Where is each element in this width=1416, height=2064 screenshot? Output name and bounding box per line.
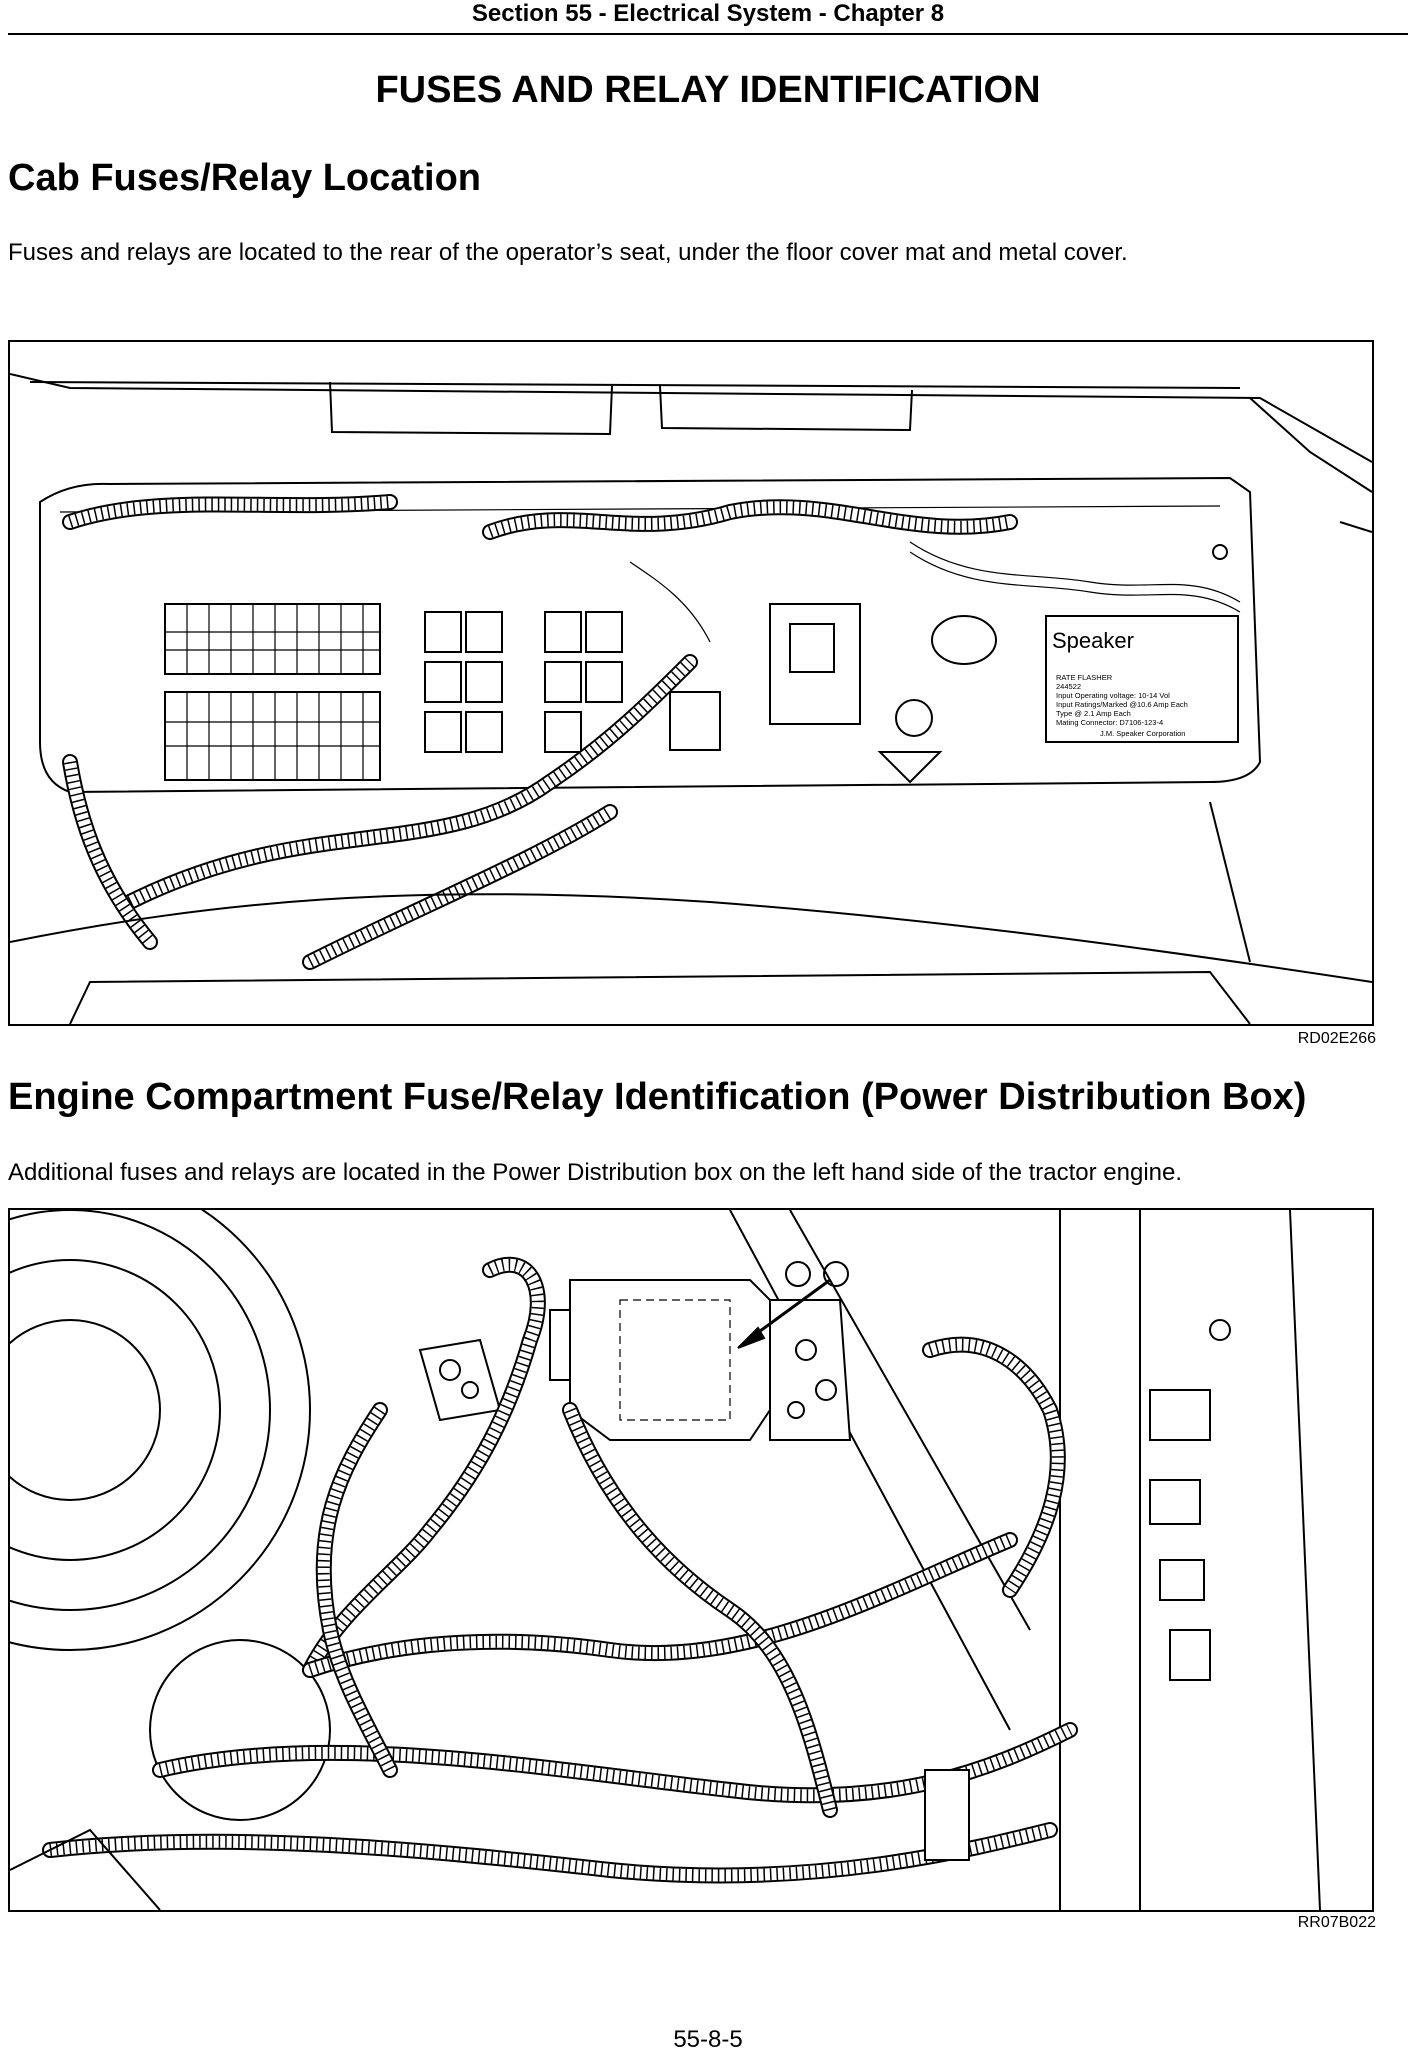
label-line: 244522 <box>1056 682 1081 691</box>
cab-fuses-heading: Cab Fuses/Relay Location <box>8 157 482 199</box>
label-line: Input Operating voltage: 10-14 Vol <box>1056 691 1170 700</box>
engine-fan <box>10 1210 311 1651</box>
label-line: Type @ 2.1 Amp Each <box>1056 709 1131 718</box>
section-header: Section 55 - Electrical System - Chapter… <box>471 0 945 27</box>
sensor-connectors <box>1149 1319 1231 1681</box>
page-number: 55-8-5 <box>673 2026 743 2053</box>
label-line: Input Ratings/Marked @10.6 Amp Each <box>1056 700 1188 709</box>
wire-harnesses <box>62 494 1241 970</box>
indicator-arrow <box>737 1278 831 1349</box>
label-line: J.M. Speaker Corporation <box>1100 729 1185 738</box>
page-title: FUSES AND RELAY IDENTIFICATION <box>375 69 1041 111</box>
cab-fuses-description: Fuses and relays are located to the rear… <box>8 239 1128 266</box>
relay-group-right <box>544 611 623 753</box>
speaker-label: Speaker <box>1052 628 1134 653</box>
cab-fuse-panel-illustration: Speaker RATE FLASHER 244522 Input Operat… <box>8 340 1374 1026</box>
power-distribution-box-illustration <box>8 1208 1374 1912</box>
engine-compartment-heading: Engine Compartment Fuse/Relay Identifica… <box>8 1076 1307 1118</box>
header-divider <box>8 33 1408 35</box>
engine-figure-code: RR07B022 <box>1297 1914 1376 1931</box>
wire-harnesses <box>42 1256 1078 1884</box>
fuse-block-upper <box>164 603 381 675</box>
relay-group-left <box>424 611 503 753</box>
cab-figure-code: RD02E266 <box>1297 1030 1376 1047</box>
power-distribution-box <box>549 1279 852 1441</box>
label-line: Mating Connector: D7106-123-4 <box>1056 718 1163 727</box>
speaker-label-plate: Speaker RATE FLASHER 244522 Input Operat… <box>1045 615 1239 743</box>
label-line: RATE FLASHER <box>1056 673 1113 682</box>
engine-compartment-description: Additional fuses and relays are located … <box>8 1159 1183 1186</box>
fuse-block-lower <box>164 691 381 781</box>
